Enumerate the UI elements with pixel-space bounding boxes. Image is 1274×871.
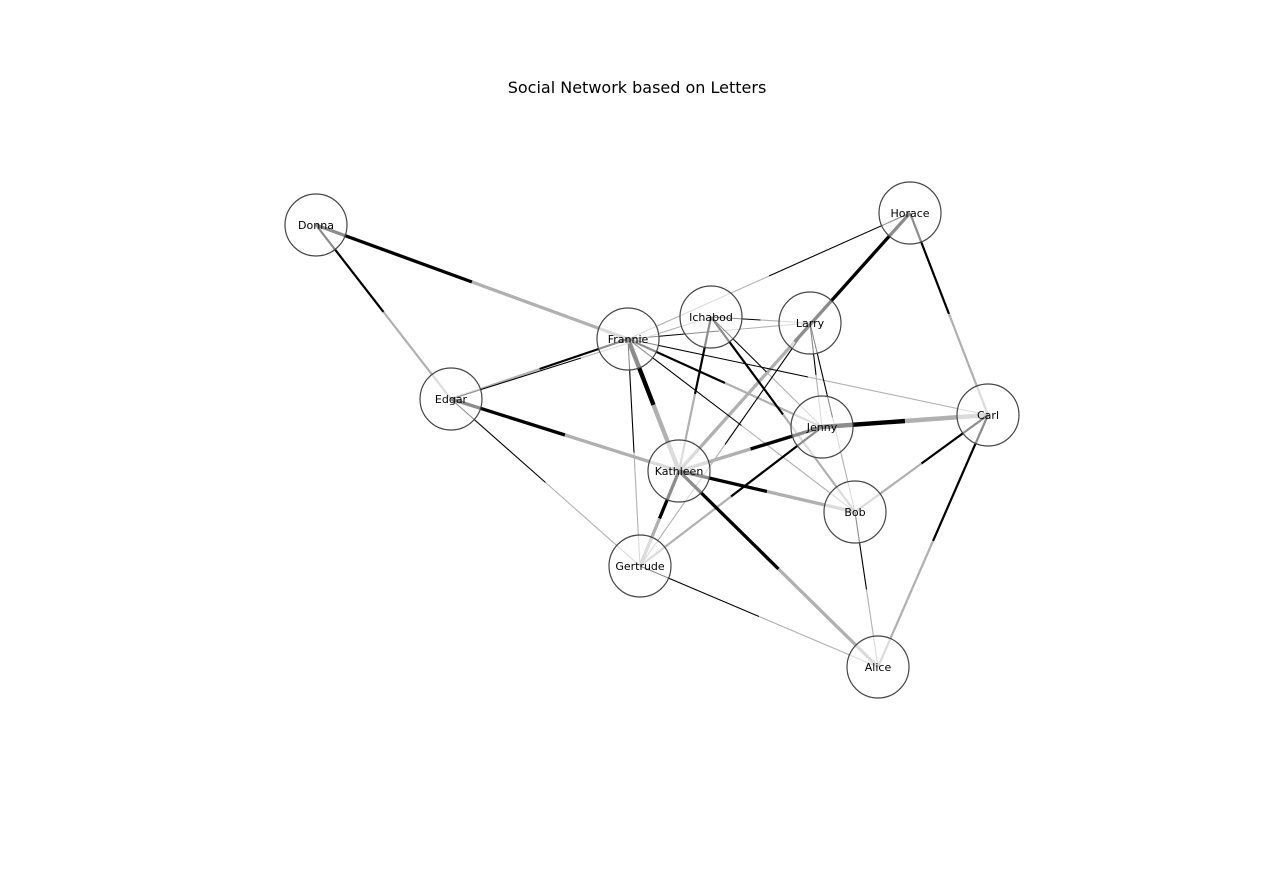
node-circle bbox=[647, 439, 711, 503]
edge-frannie-gertrude bbox=[627, 338, 641, 567]
edge-edgar-kathleen bbox=[450, 397, 680, 473]
node-label: Edgar bbox=[435, 393, 468, 406]
edge-carl-alice bbox=[876, 414, 990, 668]
edge-edgar-gertrude bbox=[450, 398, 641, 567]
node-label: Gertrude bbox=[615, 560, 665, 573]
node-donna: Donna bbox=[284, 193, 348, 257]
node-jenny: Jenny bbox=[790, 395, 854, 459]
node-circle bbox=[596, 307, 660, 371]
node-gertrude: Gertrude bbox=[608, 534, 672, 598]
node-label: Carl bbox=[977, 409, 999, 422]
node-bob: Bob bbox=[823, 480, 887, 544]
node-circle bbox=[778, 291, 842, 355]
node-label: Jenny bbox=[806, 421, 838, 434]
node-circle bbox=[419, 367, 483, 431]
node-label: Kathleen bbox=[655, 465, 704, 478]
node-circle bbox=[679, 285, 743, 349]
node-label: Bob bbox=[844, 506, 865, 519]
node-circle bbox=[608, 534, 672, 598]
node-circle bbox=[878, 181, 942, 245]
node-circle bbox=[956, 383, 1020, 447]
node-label: Ichabod bbox=[689, 311, 733, 324]
node-horace: Horace bbox=[878, 181, 942, 245]
node-ichabod: Ichabod bbox=[679, 285, 743, 349]
node-circle bbox=[846, 635, 910, 699]
edge-horace-carl bbox=[908, 212, 990, 416]
node-label: Donna bbox=[298, 219, 334, 232]
edges-layer bbox=[315, 211, 990, 669]
edge-donna-frannie bbox=[315, 223, 629, 341]
figure-title: Social Network based on Letters bbox=[507, 78, 767, 97]
node-circle bbox=[284, 193, 348, 257]
node-label: Frannie bbox=[608, 333, 649, 346]
node-edgar: Edgar bbox=[419, 367, 483, 431]
node-label: Horace bbox=[890, 207, 929, 220]
node-label: Alice bbox=[865, 661, 892, 674]
node-larry: Larry bbox=[778, 291, 842, 355]
node-carl: Carl bbox=[956, 383, 1020, 447]
node-alice: Alice bbox=[846, 635, 910, 699]
edge-gertrude-alice bbox=[639, 565, 879, 668]
node-label: Larry bbox=[796, 317, 825, 330]
node-circle bbox=[790, 395, 854, 459]
node-kathleen: Kathleen bbox=[647, 439, 711, 503]
node-circle bbox=[823, 480, 887, 544]
node-frannie: Frannie bbox=[596, 307, 660, 371]
